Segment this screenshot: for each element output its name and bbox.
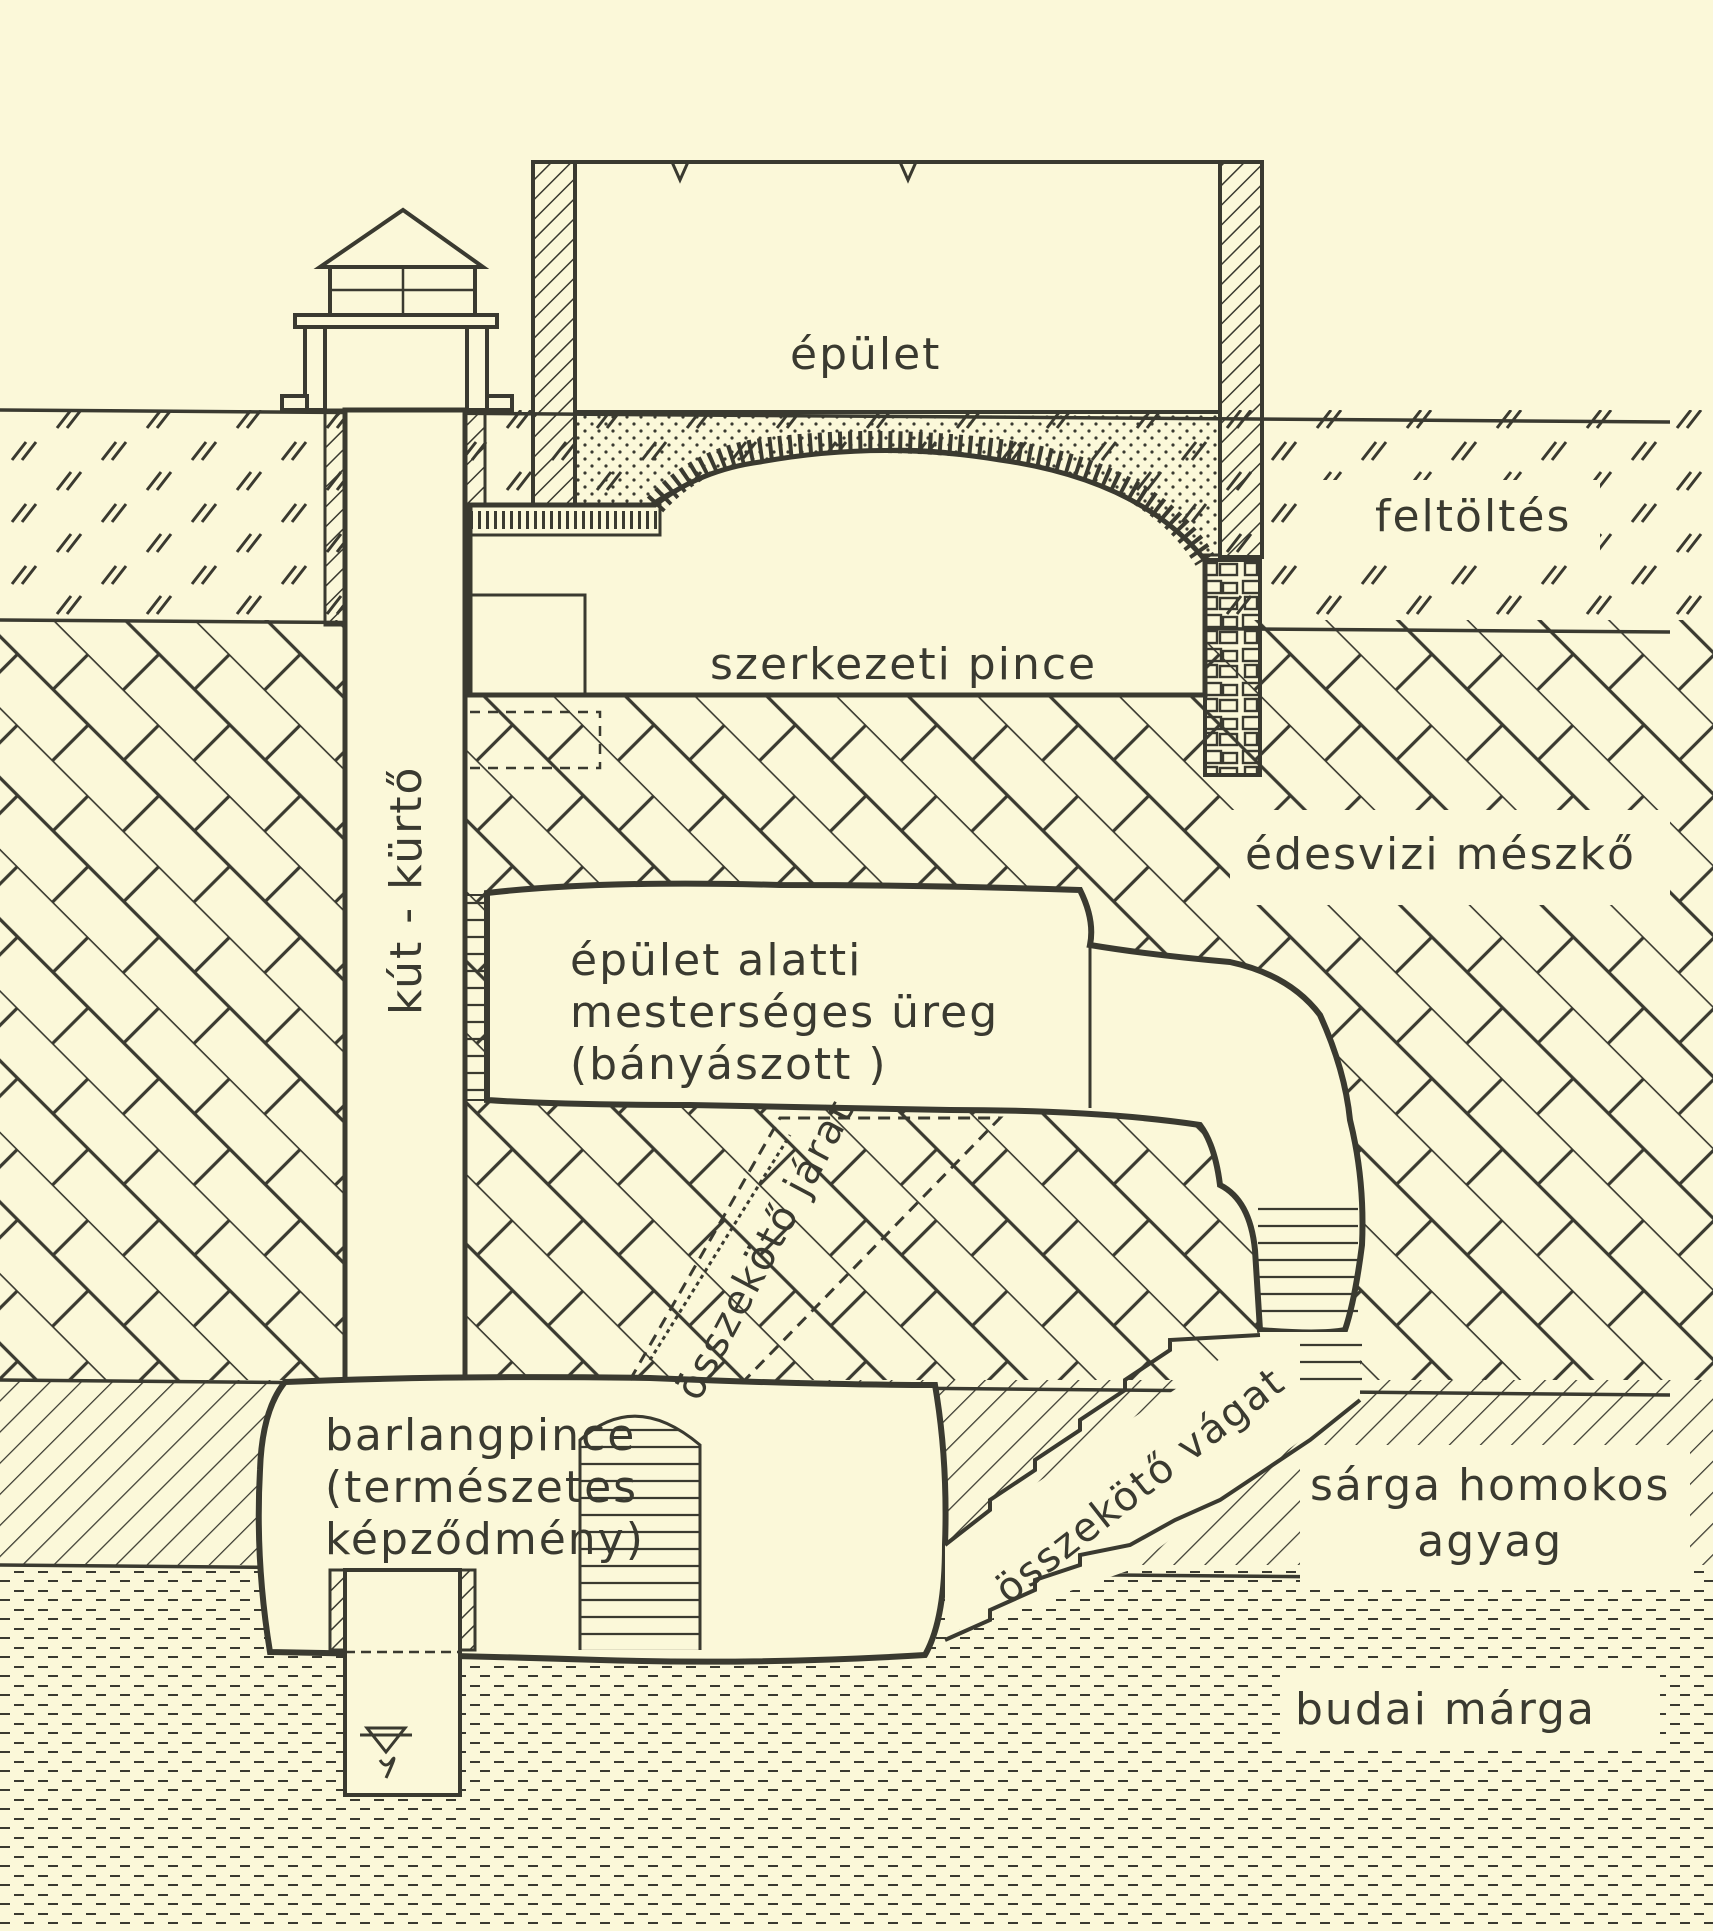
structural-cellar bbox=[467, 430, 1262, 777]
well-head bbox=[280, 207, 514, 412]
shaft-lining-right bbox=[463, 408, 487, 507]
cellar-niche bbox=[468, 593, 587, 697]
label-backgrounds bbox=[1230, 480, 1690, 1750]
building-wall-left bbox=[531, 160, 577, 509]
label-cave-cellar: barlangpince (természetes képződmény) bbox=[325, 1410, 645, 1565]
connecting-cut bbox=[943, 1332, 1362, 1642]
cellar-vault bbox=[646, 430, 1215, 566]
well-shaft bbox=[323, 407, 488, 1388]
label-fill: feltöltés bbox=[1375, 491, 1572, 542]
label-buda-marl: budai márga bbox=[1295, 1684, 1596, 1735]
lower-well bbox=[328, 1568, 477, 1797]
label-sandy-clay: sárga homokos agyag bbox=[1310, 1460, 1671, 1567]
cavity-steps bbox=[1258, 1195, 1358, 1325]
building bbox=[531, 160, 1264, 559]
cave-arch bbox=[578, 1414, 702, 1650]
building-wall-right bbox=[1218, 160, 1264, 559]
stone-wall bbox=[1203, 558, 1262, 777]
label-limestone: édesvizi mészkő bbox=[1245, 829, 1636, 880]
label-structural-cellar: szerkezeti pince bbox=[710, 639, 1098, 690]
artificial-cavity bbox=[484, 880, 1366, 1336]
label-artificial-cavity: épület alatti mesterséges üreg (bányászo… bbox=[570, 935, 1000, 1090]
shaft-lining-left bbox=[323, 408, 347, 627]
label-well-shaft: kút - kürtő bbox=[381, 765, 432, 1015]
water-level-icon bbox=[363, 1726, 409, 1779]
connecting-passage bbox=[628, 1116, 1004, 1387]
label-building: épület bbox=[790, 329, 942, 380]
